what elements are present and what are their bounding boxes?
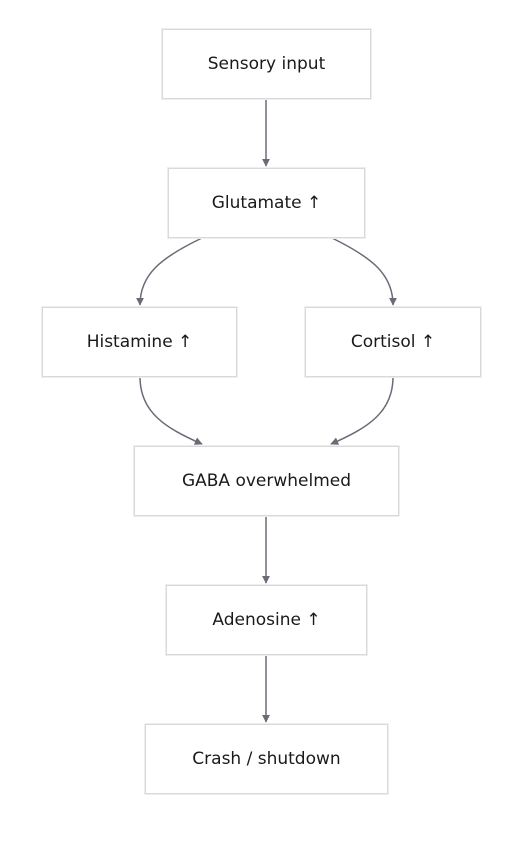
- edge-histamine-to-gaba: [139, 376, 203, 445]
- edge-cortisol-to-gaba: [330, 376, 394, 445]
- node-cortisol: Cortisol ↑: [305, 307, 481, 377]
- node-histamine: Histamine ↑: [42, 307, 237, 377]
- node-crash-shutdown: Crash / shutdown: [145, 724, 388, 794]
- node-label: Glutamate ↑: [211, 193, 322, 213]
- node-gaba-overwhelmed: GABA overwhelmed: [134, 446, 399, 516]
- node-label: Sensory input: [207, 54, 326, 74]
- node-label: Crash / shutdown: [192, 749, 341, 769]
- edge-glutamate-to-histamine: [136, 237, 203, 306]
- node-adenosine: Adenosine ↑: [166, 585, 367, 655]
- node-label: Histamine ↑: [86, 332, 193, 352]
- node-label: GABA overwhelmed: [181, 471, 352, 491]
- node-glutamate: Glutamate ↑: [168, 168, 365, 238]
- edge-glutamate-to-cortisol: [331, 237, 397, 306]
- node-label: Cortisol ↑: [350, 332, 436, 352]
- node-label: Adenosine ↑: [212, 610, 321, 630]
- node-sensory-input: Sensory input: [162, 29, 371, 99]
